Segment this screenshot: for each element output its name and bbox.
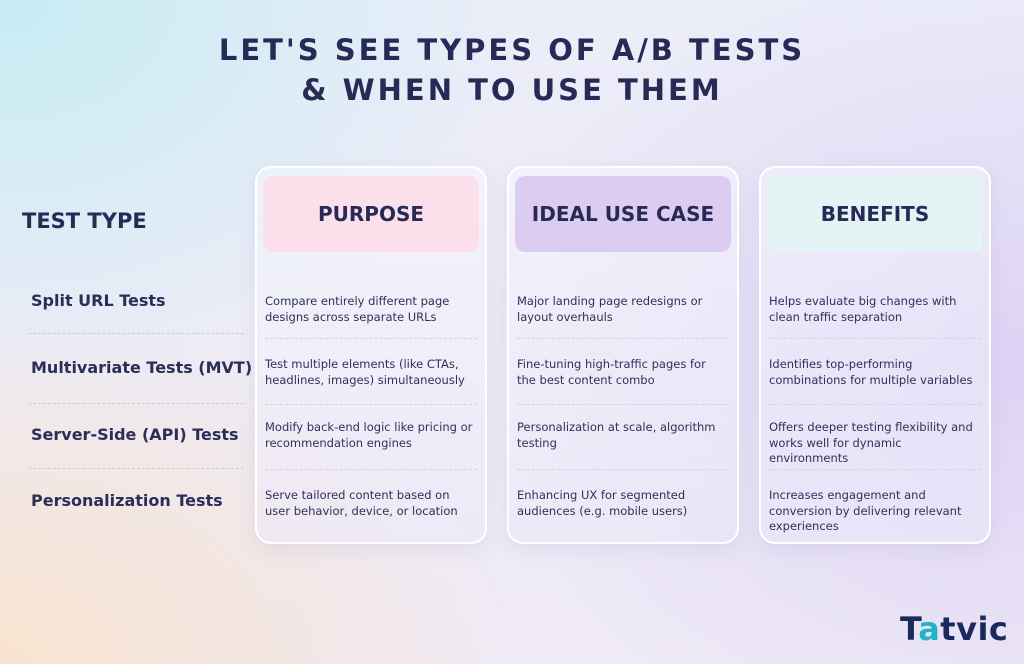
purpose-card: PURPOSE Compare entirely different page … — [255, 166, 487, 544]
benefits-cell-multivariate: Identifies top-performing combinations f… — [769, 357, 973, 387]
benefits-card: BENEFITS Helps evaluate big changes with… — [759, 166, 991, 544]
use-case-cell-personalization: Enhancing UX for segmented audiences (e.… — [517, 488, 688, 518]
cell-divider — [265, 469, 477, 470]
cell-divider — [769, 338, 981, 339]
logo-text-a: a — [918, 610, 941, 648]
page-title: LET'S SEE TYPES OF A/B TESTS & WHEN TO U… — [0, 30, 1024, 110]
purpose-cell-server-side: Modify back-end logic like pricing or re… — [265, 420, 473, 450]
cell-divider — [769, 404, 981, 405]
use-case-cell-server-side: Personalization at scale, algorithm test… — [517, 420, 716, 450]
cell-divider — [517, 404, 729, 405]
row-label-split-url: Split URL Tests — [31, 291, 166, 310]
ideal-use-case-card: IDEAL USE CASE Major landing page redesi… — [507, 166, 739, 544]
logo-text-tvic: tvic — [940, 610, 1009, 648]
tatvic-logo: Tatvic — [900, 610, 1008, 648]
cell-divider — [769, 469, 981, 470]
row-label-multivariate: Multivariate Tests (MVT) — [31, 358, 253, 377]
page-title-line-1: LET'S SEE TYPES OF A/B TESTS — [218, 33, 806, 67]
logo-text-t: T — [900, 610, 919, 648]
cell-divider — [517, 469, 729, 470]
cell-divider — [265, 338, 477, 339]
ideal-use-case-header: IDEAL USE CASE — [515, 176, 731, 252]
benefits-cell-split-url: Helps evaluate big changes with clean tr… — [769, 294, 957, 324]
use-case-cell-multivariate: Fine-tuning high-traffic pages for the b… — [517, 357, 706, 387]
page-title-line-2: & WHEN TO USE THEM — [301, 73, 723, 107]
cell-divider — [265, 404, 477, 405]
benefits-cell-personalization: Increases engagement and conversion by d… — [769, 488, 962, 533]
benefits-header: BENEFITS — [767, 176, 983, 252]
purpose-header: PURPOSE — [263, 176, 479, 252]
cell-divider — [517, 338, 729, 339]
row-divider — [28, 403, 244, 404]
test-type-header: TEST TYPE — [22, 209, 147, 233]
row-label-personalization: Personalization Tests — [31, 491, 223, 510]
purpose-cell-multivariate: Test multiple elements (like CTAs, headl… — [265, 357, 465, 387]
row-divider — [28, 468, 244, 469]
row-label-server-side: Server-Side (API) Tests — [31, 425, 239, 444]
row-divider — [28, 333, 244, 334]
purpose-cell-split-url: Compare entirely different page designs … — [265, 294, 450, 324]
benefits-cell-server-side: Offers deeper testing flexibility and wo… — [769, 420, 973, 465]
purpose-cell-personalization: Serve tailored content based on user beh… — [265, 488, 458, 518]
use-case-cell-split-url: Major landing page redesigns or layout o… — [517, 294, 703, 324]
